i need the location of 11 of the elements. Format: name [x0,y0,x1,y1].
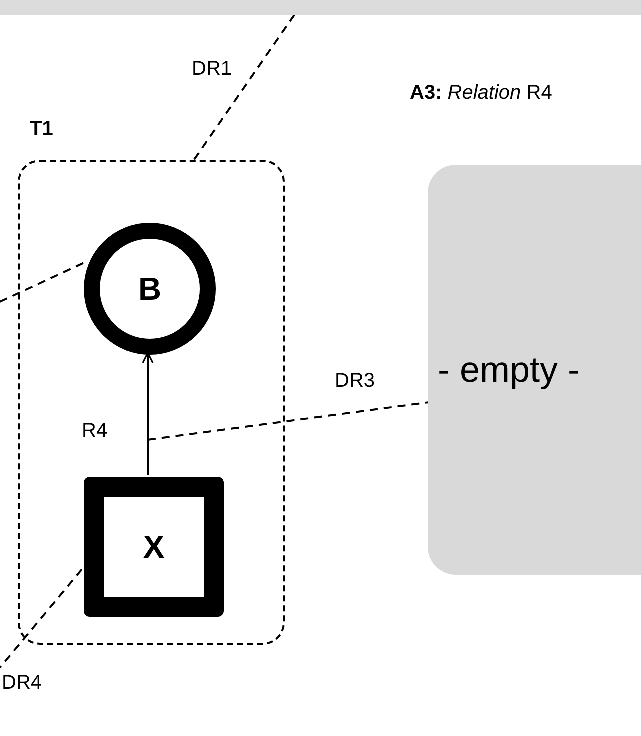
header-bar [0,0,641,15]
arrow [142,352,154,475]
dashed-line [0,568,83,669]
panel-title: A3: Relation R4 [410,82,552,105]
node-label: B [138,270,162,308]
node-label: X [143,528,165,566]
group-title: T1 [30,118,54,141]
placeholder-text: - empty - [438,349,580,391]
dashed-line [193,14,296,161]
entity-square [84,477,224,617]
dashed-line [148,402,428,441]
